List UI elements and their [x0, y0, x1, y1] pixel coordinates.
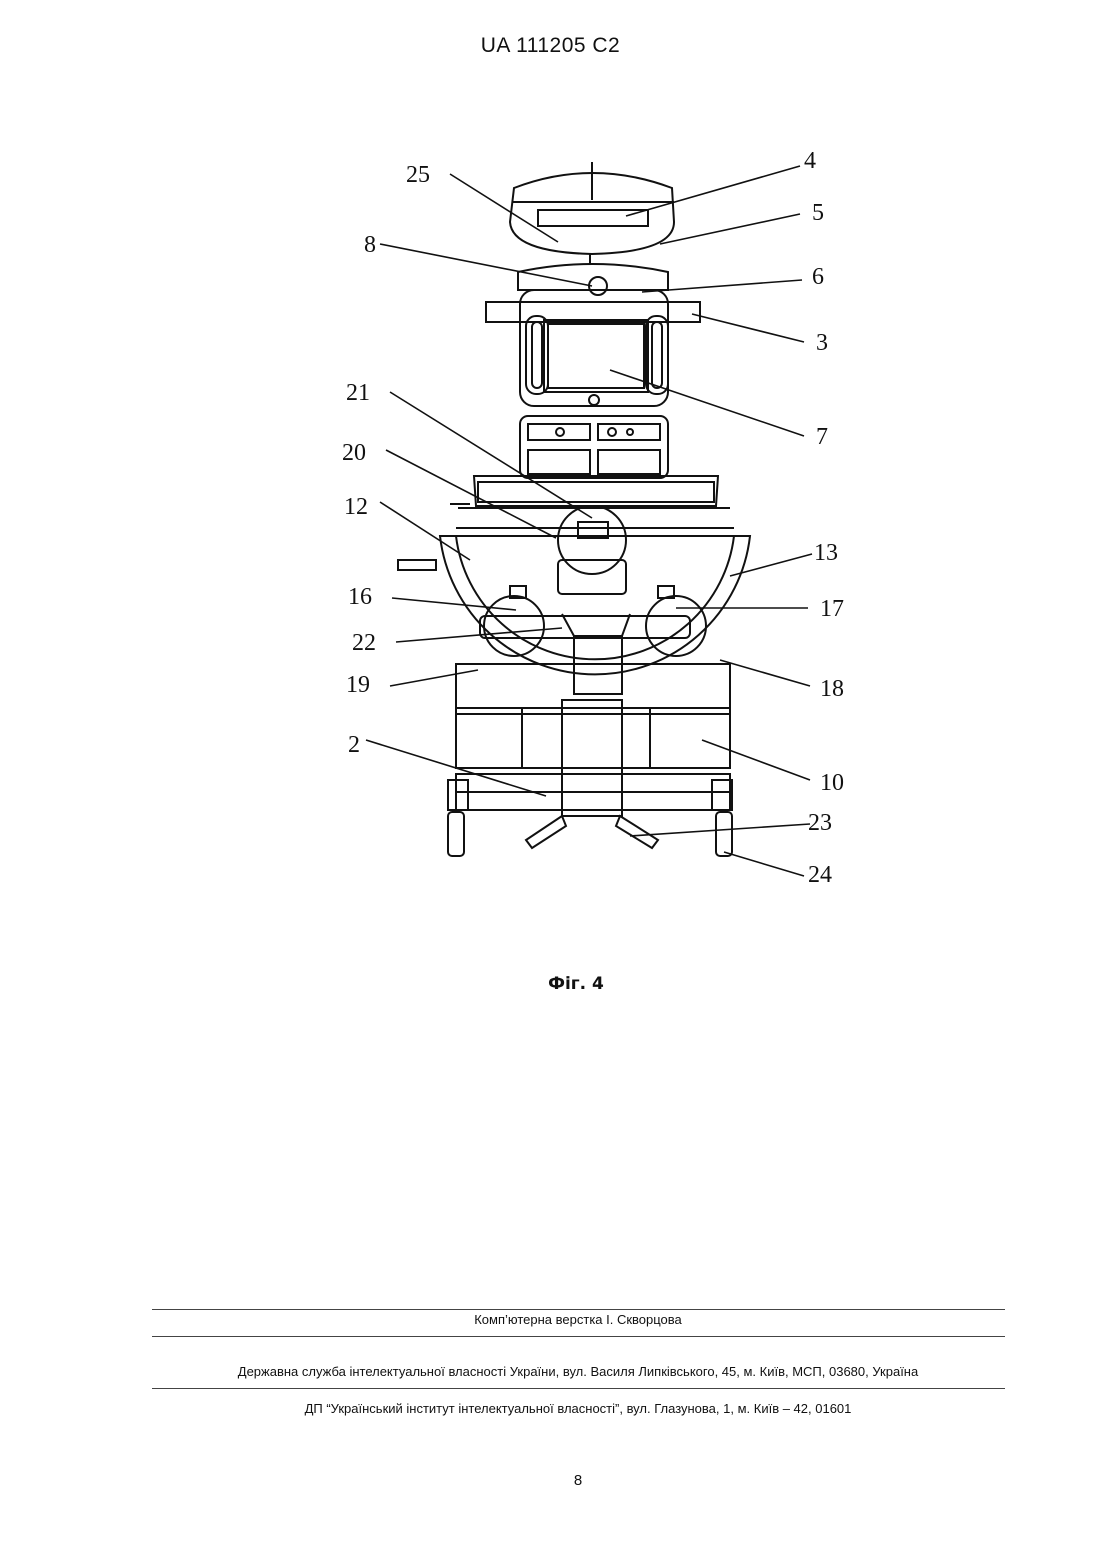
device-drawing: 4 25 5 8 6 3 21 7 20 12 13 16 17 22 19 1… — [330, 140, 870, 900]
ref-4: 4 — [804, 148, 816, 174]
ref-23: 23 — [808, 810, 832, 836]
ref-25: 25 — [406, 162, 430, 188]
footer-layout-credit: Комп’ютерна верстка І. Скворцова — [0, 1312, 1101, 1327]
patent-number-header: UA 111205 C2 — [0, 34, 1101, 58]
page-number: 8 — [0, 1472, 1101, 1489]
ref-22: 22 — [352, 630, 376, 656]
footer-agency: Державна служба інтелектуальної власност… — [0, 1364, 1101, 1379]
ref-17: 17 — [820, 596, 844, 622]
footer-rule-middle — [152, 1336, 1005, 1337]
ref-3: 3 — [816, 330, 828, 356]
ref-24: 24 — [808, 862, 832, 888]
ref-16: 16 — [348, 584, 372, 610]
footer-institute: ДП “Український інститут інтелектуальної… — [0, 1401, 1101, 1416]
ref-13: 13 — [814, 540, 838, 566]
figure-caption: Фіг. 4 — [0, 974, 1101, 994]
ref-7: 7 — [816, 424, 828, 450]
ref-6: 6 — [812, 264, 824, 290]
ref-12: 12 — [344, 494, 368, 520]
ref-21: 21 — [346, 380, 370, 406]
ref-10: 10 — [820, 770, 844, 796]
ref-20: 20 — [342, 440, 366, 466]
patent-figure-4: 4 25 5 8 6 3 21 7 20 12 13 16 17 22 19 1… — [330, 140, 870, 900]
ref-19: 19 — [346, 672, 370, 698]
footer-rule-bottom — [152, 1388, 1005, 1389]
ref-18: 18 — [820, 676, 844, 702]
footer-rule-top — [152, 1309, 1005, 1310]
ref-8: 8 — [364, 232, 376, 258]
ref-2: 2 — [348, 732, 360, 758]
ref-5: 5 — [812, 200, 824, 226]
